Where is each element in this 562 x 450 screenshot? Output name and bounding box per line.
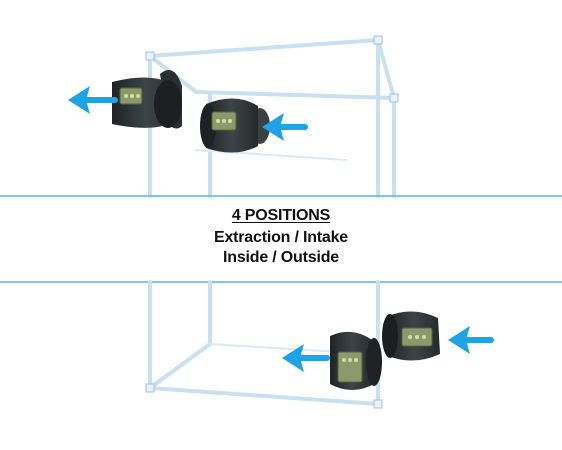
top-fan-outside: [112, 77, 182, 128]
arrow-left-intake-icon: [262, 113, 308, 141]
bottom-fan-inside: [330, 331, 382, 390]
caption-line-2: Inside / Outside: [223, 249, 339, 266]
caption-line-1: Extraction / Intake: [213, 229, 349, 246]
arrow-left-top-icon: [68, 86, 118, 114]
bottom-fan-outside: [382, 311, 440, 361]
arrow-left-right-intake-icon: [448, 326, 494, 354]
caption-heading: 4 POSITIONS: [231, 207, 331, 224]
top-frame-joints: [145, 35, 399, 103]
bottom-frame-joints: [145, 383, 383, 409]
arrow-left-bottom-icon: [282, 344, 330, 372]
top-tent-frame: [148, 38, 396, 198]
top-fan-inside: [200, 98, 270, 153]
